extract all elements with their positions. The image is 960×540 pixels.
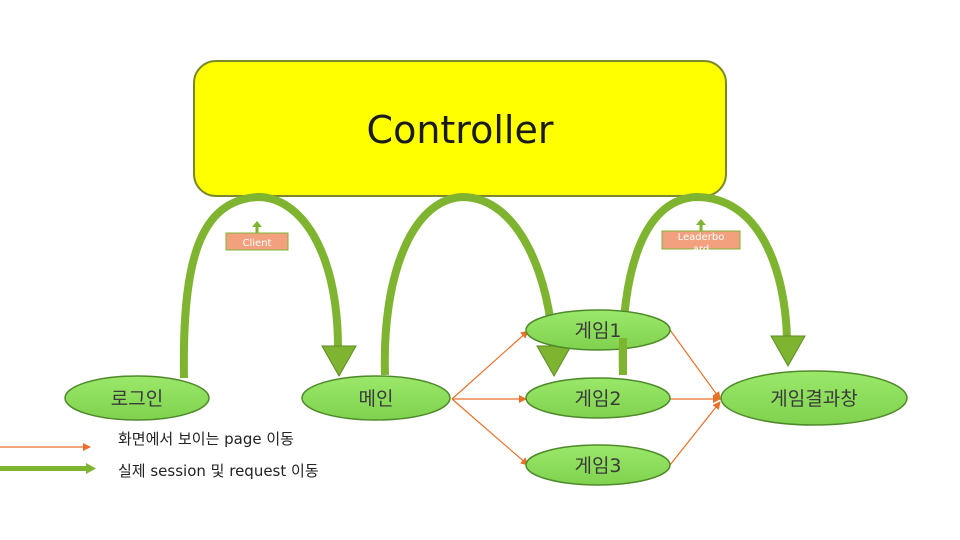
page-arrow-main-game3 — [451, 398, 529, 466]
node-game1-label: 게임1 — [574, 320, 621, 342]
session-arc-game-result — [618, 192, 791, 376]
node-result: 게임결과창 — [720, 370, 908, 426]
node-login: 로그인 — [64, 375, 210, 421]
leaderboard-tag: Leaderbo ard — [661, 219, 741, 255]
session-arc-login-main — [179, 192, 342, 379]
legend-page-move-label: 화면에서 보이는 page 이동 — [118, 430, 294, 448]
page-arrow-main-game1 — [451, 330, 529, 400]
legend-session-move-label: 실제 session 및 request 이동 — [118, 462, 319, 480]
leaderboard-tag-line1: Leaderbo — [678, 232, 725, 243]
leaderboard-tag-box — [661, 230, 741, 250]
leaderboard-tag-line2: ard — [693, 244, 709, 255]
page-arrows — [451, 329, 721, 466]
node-game3-label: 게임3 — [574, 455, 621, 477]
client-tag: Client — [225, 221, 289, 251]
session-arrowhead-game2 — [536, 345, 572, 378]
node-result-label: 게임결과창 — [770, 388, 857, 410]
client-tag-label: Client — [243, 238, 272, 249]
node-main: 메인 — [301, 375, 451, 421]
session-arrowhead-result — [770, 335, 806, 368]
legend-page-move: 화면에서 보이는 page 이동 — [0, 430, 294, 451]
node-main-label: 메인 — [359, 388, 394, 410]
session-arrowhead-main — [321, 345, 357, 378]
node-game2: 게임2 — [525, 377, 671, 419]
session-arcs — [179, 192, 791, 379]
node-game3: 게임3 — [525, 444, 671, 486]
page-arrow-game1-result — [669, 329, 721, 400]
client-tag-box — [225, 232, 289, 251]
session-arc-main-game2 — [380, 192, 557, 376]
legend-session-move: 실제 session 및 request 이동 — [0, 462, 319, 480]
node-game2-label: 게임2 — [574, 388, 621, 410]
node-login-label: 로그인 — [111, 388, 163, 410]
page-arrow-game3-result — [669, 401, 721, 466]
node-game1: 게임1 — [525, 309, 671, 351]
legend: 화면에서 보이는 page 이동 실제 session 및 request 이동 — [0, 430, 319, 480]
controller-label: Controller — [367, 108, 554, 152]
